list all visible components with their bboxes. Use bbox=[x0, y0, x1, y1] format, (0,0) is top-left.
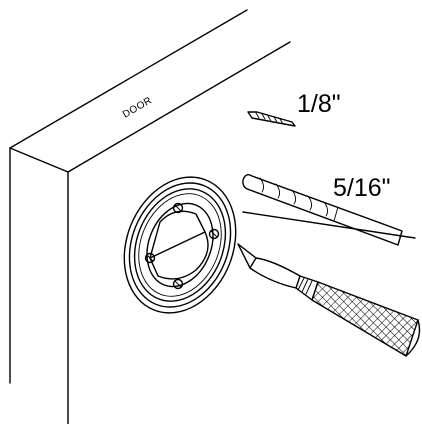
lock-plate-inner-recess bbox=[146, 202, 214, 288]
screw-right-icon bbox=[208, 228, 220, 240]
lock-plate bbox=[123, 176, 237, 314]
drill-bit-large-label: 5/16" bbox=[333, 174, 391, 202]
drill-bit-small-icon bbox=[247, 111, 296, 127]
door-face-bottom-edge bbox=[242, 211, 416, 239]
drill-bit-small-label: 1/8" bbox=[297, 90, 341, 118]
door-slab bbox=[9, 9, 416, 424]
screw-top-icon bbox=[172, 202, 184, 214]
door-top-front-edge bbox=[67, 41, 291, 173]
punch-handle-end bbox=[405, 319, 421, 357]
center-punch-icon bbox=[237, 243, 421, 357]
punch-tip bbox=[237, 243, 257, 269]
lock-plate-outer-ring bbox=[123, 176, 237, 314]
screw-left-icon bbox=[144, 252, 156, 264]
latch-cam-top bbox=[149, 210, 206, 259]
punch-handle-knurled bbox=[311, 281, 419, 357]
lock-plate-ring-2 bbox=[128, 182, 232, 308]
lock-plate-ring-3 bbox=[133, 188, 227, 302]
punch-shank bbox=[249, 257, 301, 289]
door-label: DOOR bbox=[121, 95, 154, 121]
door-top-left-edge bbox=[9, 147, 69, 173]
drill-bit-large-icon bbox=[242, 173, 403, 246]
screw-bottom-icon bbox=[172, 278, 184, 290]
door-top-back-edge bbox=[9, 9, 248, 149]
lock-plate-ring-4 bbox=[138, 193, 222, 297]
latch-cam bbox=[149, 231, 209, 280]
